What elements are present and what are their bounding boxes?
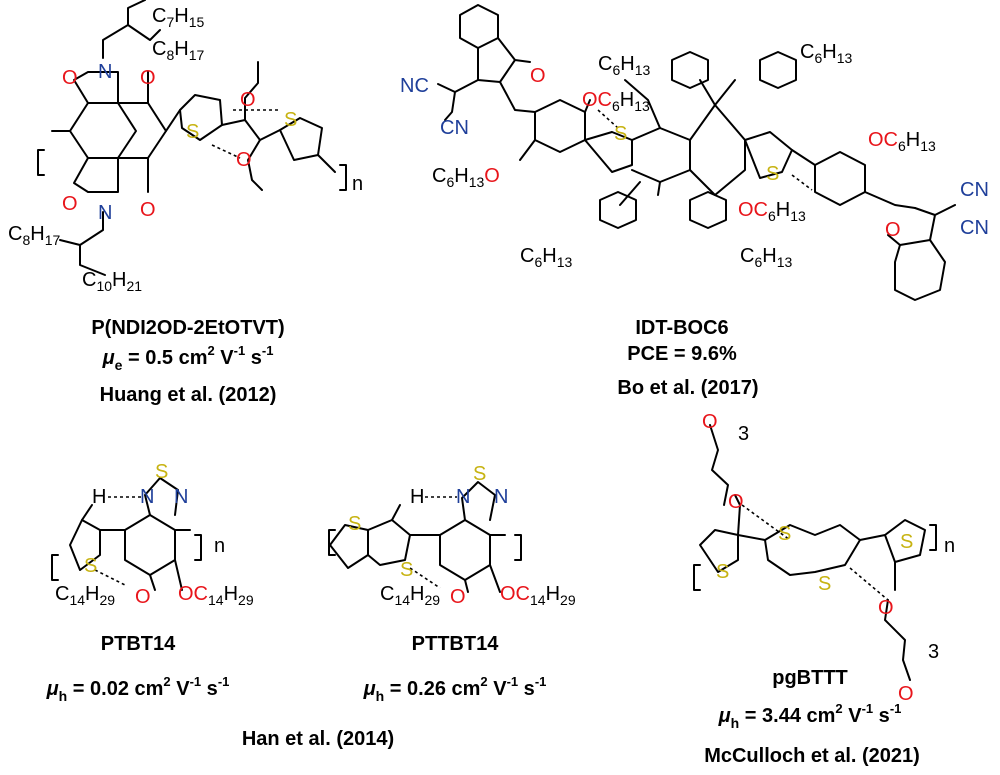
s-atom: S bbox=[348, 513, 361, 535]
o-atom: O bbox=[140, 67, 156, 89]
s-atom: S bbox=[186, 121, 199, 143]
oc6h13-label: OC6H13 bbox=[582, 89, 650, 114]
compound-name: PTBT14 bbox=[101, 633, 176, 655]
s-atom: S bbox=[778, 523, 791, 545]
n-atom: N bbox=[140, 486, 154, 508]
s-atom: S bbox=[766, 163, 779, 185]
o-atom: O bbox=[898, 683, 914, 705]
structure-pgbttt: O 3 O S S S S O 3 O n bbox=[693, 411, 955, 705]
o-atom: O bbox=[135, 586, 151, 608]
shared-reference: Han et al. (2014) bbox=[242, 728, 394, 750]
caption-pttbt14: PTTBT14 μh = 0.26 cm2 V-1 s-1 bbox=[363, 633, 547, 704]
cn-group: CN bbox=[960, 217, 989, 239]
mobility-value: μh = 3.44 cm2 V-1 s-1 bbox=[718, 701, 902, 731]
c14h29-label: C14H29 bbox=[55, 583, 115, 608]
compound-name: P(NDI2OD-2EtOTVT) bbox=[91, 317, 284, 339]
o-atom: O bbox=[140, 199, 156, 221]
compound-name: PTTBT14 bbox=[412, 633, 500, 655]
structure-pttbt14: S H N S N S O C14H29 OC14H29 bbox=[328, 463, 576, 608]
mobility-value: μh = 0.02 cm2 V-1 s-1 bbox=[46, 674, 230, 704]
reference: Huang et al. (2012) bbox=[100, 384, 277, 406]
h-atom: H bbox=[92, 486, 106, 508]
compound-name: IDT-BOC6 bbox=[635, 317, 728, 339]
structure-ptbt14: H N S N S O n C14H29 OC14H29 bbox=[51, 461, 254, 608]
s-atom: S bbox=[284, 109, 297, 131]
n-atom: N bbox=[494, 486, 508, 508]
o-atom: O bbox=[530, 65, 546, 87]
s-atom: S bbox=[400, 559, 413, 581]
caption-pgbttt: pgBTTT μh = 3.44 cm2 V-1 s-1 McCulloch e… bbox=[704, 667, 920, 767]
o-atom: O bbox=[236, 149, 252, 171]
caption-pndi: P(NDI2OD-2EtOTVT) μe = 0.5 cm2 V-1 s-1 H… bbox=[91, 317, 284, 406]
o-atom: O bbox=[885, 219, 901, 241]
mobility-value: μh = 0.26 cm2 V-1 s-1 bbox=[363, 674, 547, 704]
c6h13-label: C6H13O bbox=[432, 165, 500, 190]
repeat-n: n bbox=[214, 535, 225, 557]
c6h13-label: C6H13 bbox=[740, 245, 792, 270]
caption-idt-boc6: IDT-BOC6 PCE = 9.6% Bo et al. (2017) bbox=[617, 317, 758, 399]
c6h13-label: C6H13 bbox=[800, 41, 852, 66]
n-atom: N bbox=[174, 486, 188, 508]
repeat-3: 3 bbox=[928, 641, 939, 663]
n-atom: N bbox=[456, 486, 470, 508]
o-atom: O bbox=[728, 491, 744, 513]
s-atom: S bbox=[716, 561, 729, 583]
o-atom: O bbox=[62, 193, 78, 215]
pce-value: PCE = 9.6% bbox=[627, 343, 737, 365]
repeat-n: n bbox=[352, 173, 363, 195]
cn-group: CN bbox=[960, 179, 989, 201]
o-atom: O bbox=[240, 89, 256, 111]
o-atom: O bbox=[878, 597, 894, 619]
c14h29-label: C14H29 bbox=[380, 583, 440, 608]
structure-pndi: O N O O N O S O O S n C7H15 C8H17 C8H17 … bbox=[8, 0, 363, 294]
s-atom: S bbox=[84, 555, 97, 577]
s-atom: S bbox=[900, 531, 913, 553]
h-atom: H bbox=[410, 486, 424, 508]
cn-group: CN bbox=[440, 117, 469, 139]
mobility-value: μe = 0.5 cm2 V-1 s-1 bbox=[102, 343, 274, 373]
structure-idt-boc6: O NC CN S S O CN CN OC6H13 OC6H13 OC6H13… bbox=[400, 4, 989, 301]
s-atom: S bbox=[155, 461, 168, 483]
oc6h13-label: OC6H13 bbox=[738, 199, 806, 224]
reference: Bo et al. (2017) bbox=[617, 377, 758, 399]
oc6h13-label: OC6H13 bbox=[868, 129, 936, 154]
alkyl-c8h17: C8H17 bbox=[8, 223, 60, 248]
s-atom: S bbox=[473, 463, 486, 485]
c6h13-label: C6H13 bbox=[598, 53, 650, 78]
oc14h29-label: OC14H29 bbox=[178, 583, 254, 608]
nc-group: NC bbox=[400, 75, 429, 97]
repeat-3: 3 bbox=[738, 423, 749, 445]
s-atom: S bbox=[614, 123, 627, 145]
caption-ptbt14: PTBT14 μh = 0.02 cm2 V-1 s-1 bbox=[46, 633, 230, 704]
reference: McCulloch et al. (2021) bbox=[704, 745, 920, 767]
alkyl-c10h21: C10H21 bbox=[82, 269, 142, 294]
repeat-n: n bbox=[944, 535, 955, 557]
c6h13-label: C6H13 bbox=[520, 245, 572, 270]
n-atom: N bbox=[98, 202, 112, 224]
s-atom: S bbox=[818, 573, 831, 595]
n-atom: N bbox=[98, 61, 112, 83]
alkyl-c7h15: C7H15 bbox=[152, 5, 204, 30]
alkyl-c8h17: C8H17 bbox=[152, 38, 204, 63]
oc14h29-label: OC14H29 bbox=[500, 583, 576, 608]
o-atom: O bbox=[62, 67, 78, 89]
o-atom: O bbox=[450, 586, 466, 608]
compound-name: pgBTTT bbox=[772, 667, 848, 689]
o-atom: O bbox=[702, 411, 718, 433]
